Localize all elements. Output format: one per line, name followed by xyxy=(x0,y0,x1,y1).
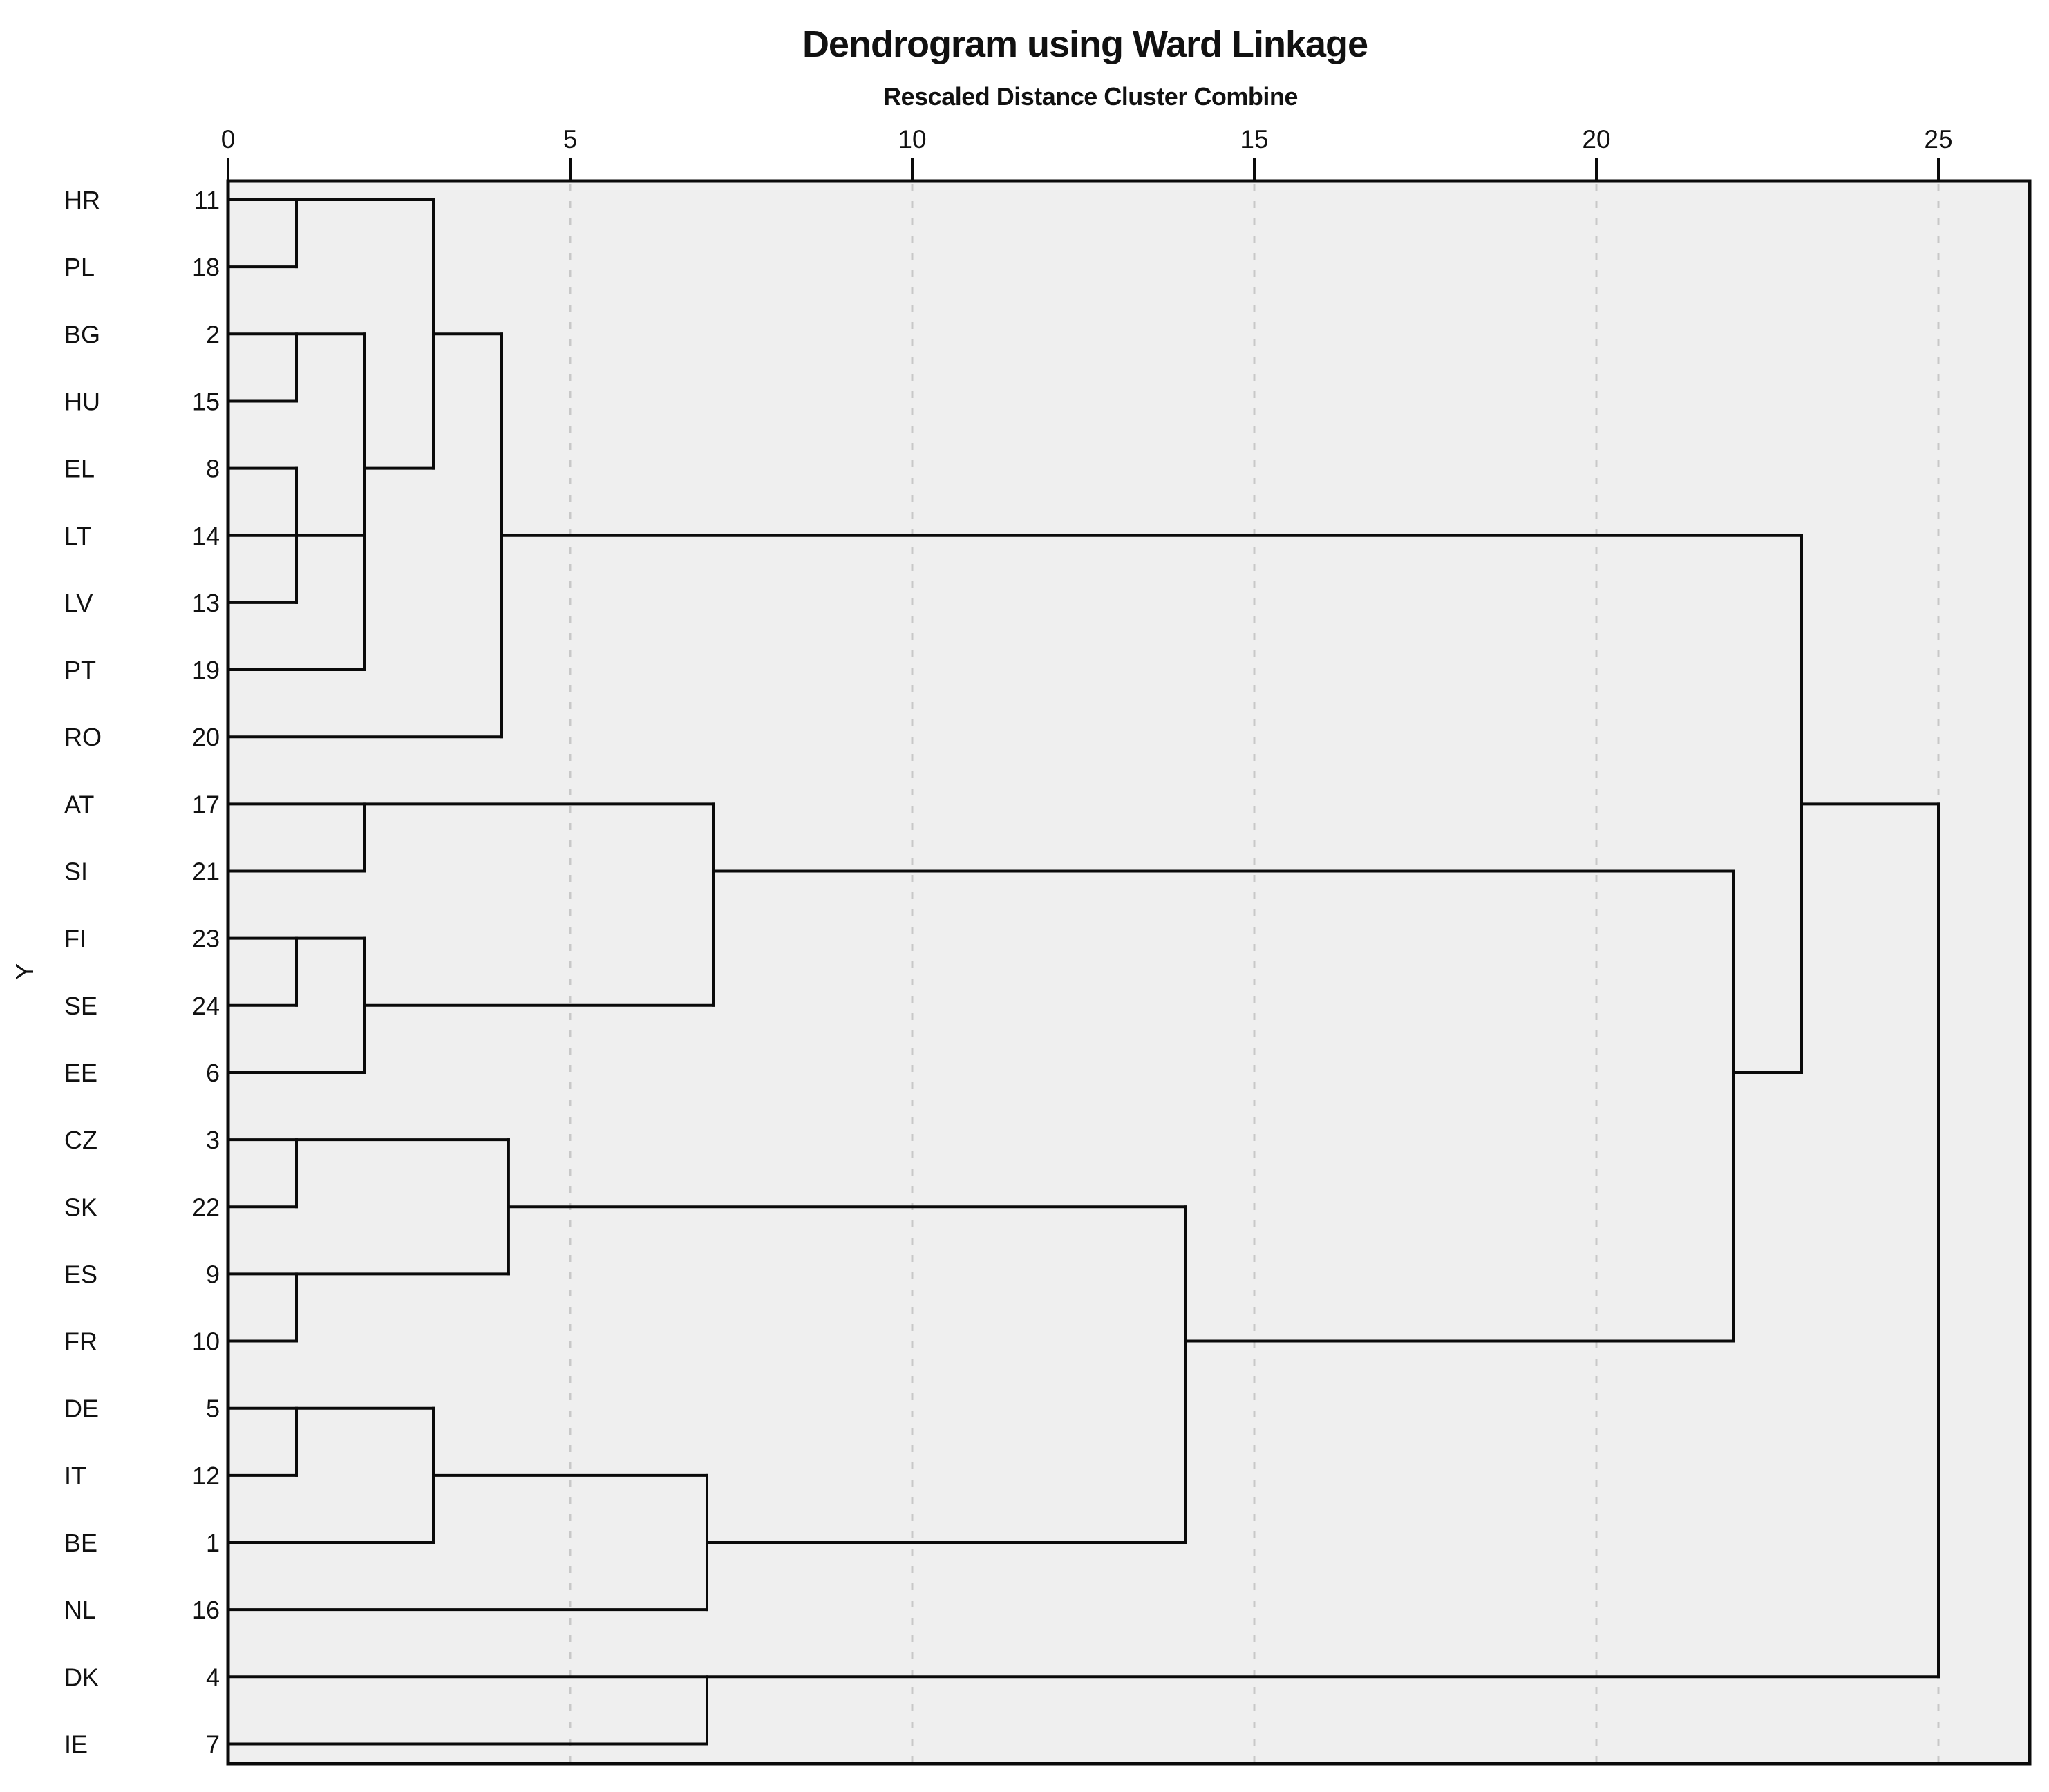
leaf-label-SE: SE xyxy=(64,992,97,1020)
leaf-label-BE: BE xyxy=(64,1529,97,1557)
case-number-PT: 19 xyxy=(192,656,220,684)
case-number-BE: 1 xyxy=(206,1529,220,1557)
leaf-label-LV: LV xyxy=(64,589,93,617)
leaf-label-IE: IE xyxy=(64,1730,88,1758)
case-number-AT: 17 xyxy=(192,790,220,818)
leaf-label-HU: HU xyxy=(64,387,100,415)
leaf-label-AT: AT xyxy=(64,790,94,818)
case-number-DE: 5 xyxy=(206,1395,220,1423)
leaf-label-PT: PT xyxy=(64,656,96,684)
plot-background xyxy=(226,179,2032,1766)
case-number-IE: 7 xyxy=(206,1730,220,1758)
leaf-label-FR: FR xyxy=(64,1328,97,1356)
leaf-label-BG: BG xyxy=(64,320,100,348)
plot-area xyxy=(226,179,2032,1766)
case-number-EL: 8 xyxy=(206,455,220,483)
leaf-label-RO: RO xyxy=(64,723,102,751)
leaf-label-NL: NL xyxy=(64,1596,96,1624)
case-number-SI: 21 xyxy=(192,858,220,886)
case-number-HR: 11 xyxy=(194,186,220,214)
leaf-label-SK: SK xyxy=(64,1193,97,1221)
case-number-BG: 2 xyxy=(206,320,220,348)
leaf-label-FI: FI xyxy=(64,925,86,953)
leaf-label-EL: EL xyxy=(64,455,95,483)
case-number-SK: 22 xyxy=(192,1193,220,1221)
x-axis-ticks xyxy=(227,158,1940,181)
case-number-NL: 16 xyxy=(192,1596,220,1624)
leaf-label-DK: DK xyxy=(64,1663,99,1691)
leaf-label-DE: DE xyxy=(64,1395,99,1423)
x-axis-tick-labels: 0 5 10 15 20 25 xyxy=(221,125,1953,153)
leaf-label-EE: EE xyxy=(64,1059,97,1087)
case-number-FI: 23 xyxy=(192,925,220,953)
tick-label-20: 20 xyxy=(1582,125,1610,153)
case-number-DK: 4 xyxy=(206,1663,220,1691)
leaf-labels: HR PL BG HU EL LT LV PT RO AT SI FI SE EE CZ SK ES FR DE IT… xyxy=(64,186,102,1758)
case-number-ES: 9 xyxy=(206,1260,220,1288)
case-number-HU: 15 xyxy=(192,387,220,415)
case-number-LV: 13 xyxy=(192,589,220,617)
tick-label-5: 5 xyxy=(563,125,578,153)
chart-subtitle: Rescaled Distance Cluster Combine xyxy=(883,82,1298,111)
tick-label-25: 25 xyxy=(1924,125,1952,153)
leaf-label-PL: PL xyxy=(64,253,95,281)
leaf-label-HR: HR xyxy=(64,186,100,214)
leaf-label-SI: SI xyxy=(64,858,88,886)
case-number-labels: 11 18 2 15 8 14 13 19 20 17 21 23 24 6 3 22 9 10 5 12 1 16 4 7 xyxy=(192,186,220,1758)
leaf-label-IT: IT xyxy=(64,1462,86,1490)
case-number-FR: 10 xyxy=(192,1328,220,1356)
tick-label-15: 15 xyxy=(1240,125,1268,153)
tick-label-10: 10 xyxy=(898,125,926,153)
case-number-IT: 12 xyxy=(192,1462,220,1490)
dendrogram-links xyxy=(227,198,1940,1746)
y-axis-label: Y xyxy=(10,963,39,980)
leaf-label-CZ: CZ xyxy=(64,1126,97,1154)
case-number-CZ: 3 xyxy=(206,1126,220,1154)
chart-title: Dendrogram using Ward Linkage xyxy=(802,23,1368,65)
case-number-RO: 20 xyxy=(192,723,220,751)
leaf-label-ES: ES xyxy=(64,1260,97,1288)
case-number-SE: 24 xyxy=(192,992,220,1020)
case-number-LT: 14 xyxy=(192,522,220,550)
case-number-EE: 6 xyxy=(206,1059,220,1087)
tick-label-0: 0 xyxy=(221,125,236,153)
case-number-PL: 18 xyxy=(192,253,220,281)
leaf-label-LT: LT xyxy=(64,522,91,550)
